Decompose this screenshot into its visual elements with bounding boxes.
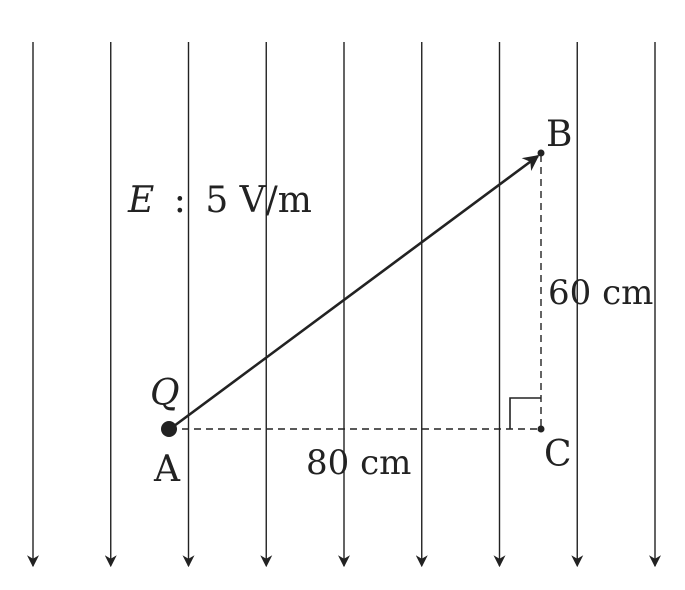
label-b: B [546, 114, 572, 155]
label-charge-q: Q [150, 373, 180, 414]
charge-dot-a [161, 421, 177, 437]
label-c: C [544, 434, 572, 475]
label-60cm: 60 cm [548, 273, 653, 313]
label-a: A [153, 449, 181, 490]
point-dot-b [537, 149, 545, 157]
right-angle-marker [509, 397, 541, 429]
field-lines [27, 42, 661, 568]
label-80cm: 80 cm [306, 443, 411, 483]
field-label: E : 5 V/m [127, 180, 312, 221]
point-dot-c [537, 425, 545, 433]
displacement-arrow-ab [169, 154, 540, 431]
